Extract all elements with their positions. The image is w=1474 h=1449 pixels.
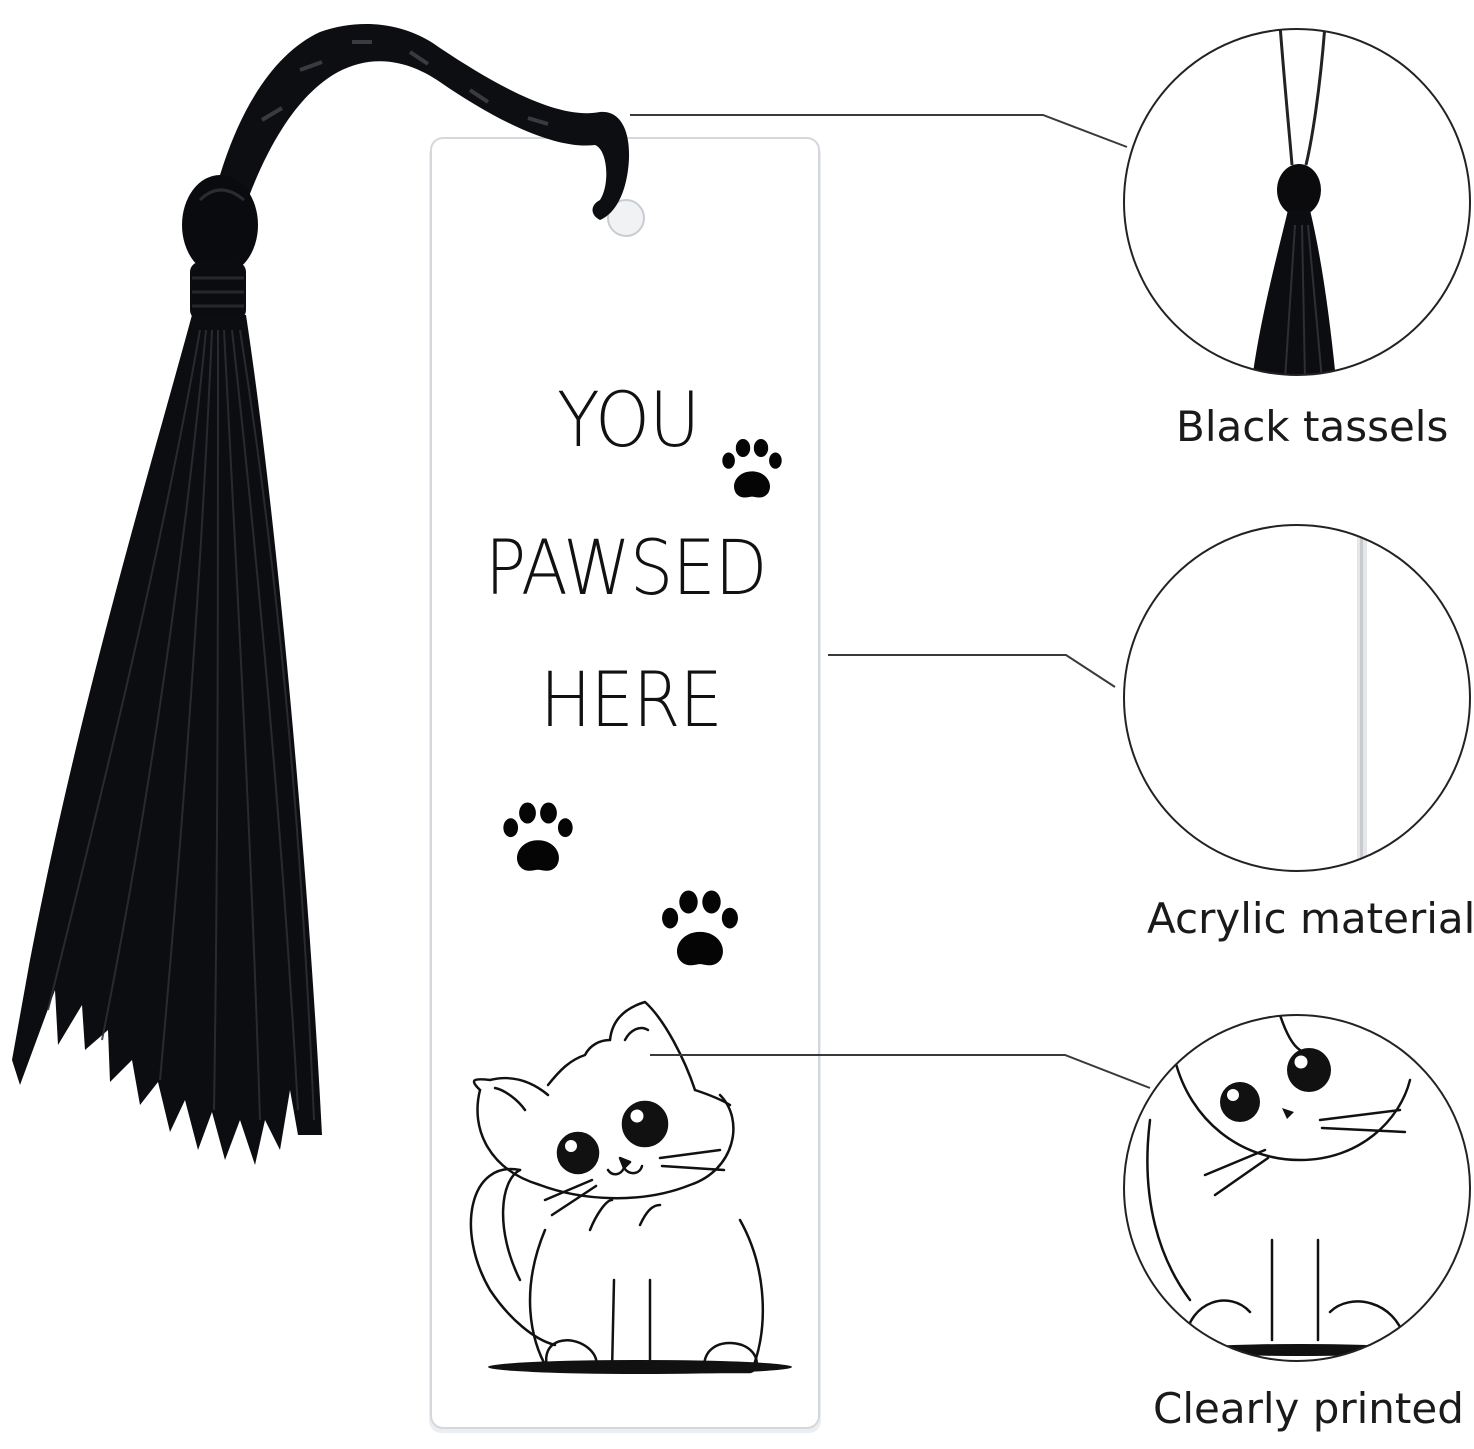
callout-label-printed: Clearly printed	[1153, 1384, 1464, 1433]
bookmark-text-line-2: PAWSED	[485, 523, 767, 612]
callout-circle-print	[1123, 1014, 1471, 1362]
leader-lines	[630, 114, 1151, 1089]
callout-label-tassels: Black tassels	[1176, 402, 1449, 451]
callout-circle-acrylic	[1123, 524, 1471, 872]
paw-print-icon	[503, 439, 782, 966]
callout-label-acrylic: Acrylic material	[1147, 894, 1474, 943]
tassel-icon	[12, 24, 630, 1165]
acrylic-bookmark	[429, 137, 821, 1433]
bookmark-text-line-3: HERE	[540, 655, 723, 744]
bookmark-text-line-1: YOU	[557, 375, 700, 464]
callout-circle-tassel	[1123, 28, 1471, 376]
cat-illustration-icon	[469, 1000, 792, 1374]
